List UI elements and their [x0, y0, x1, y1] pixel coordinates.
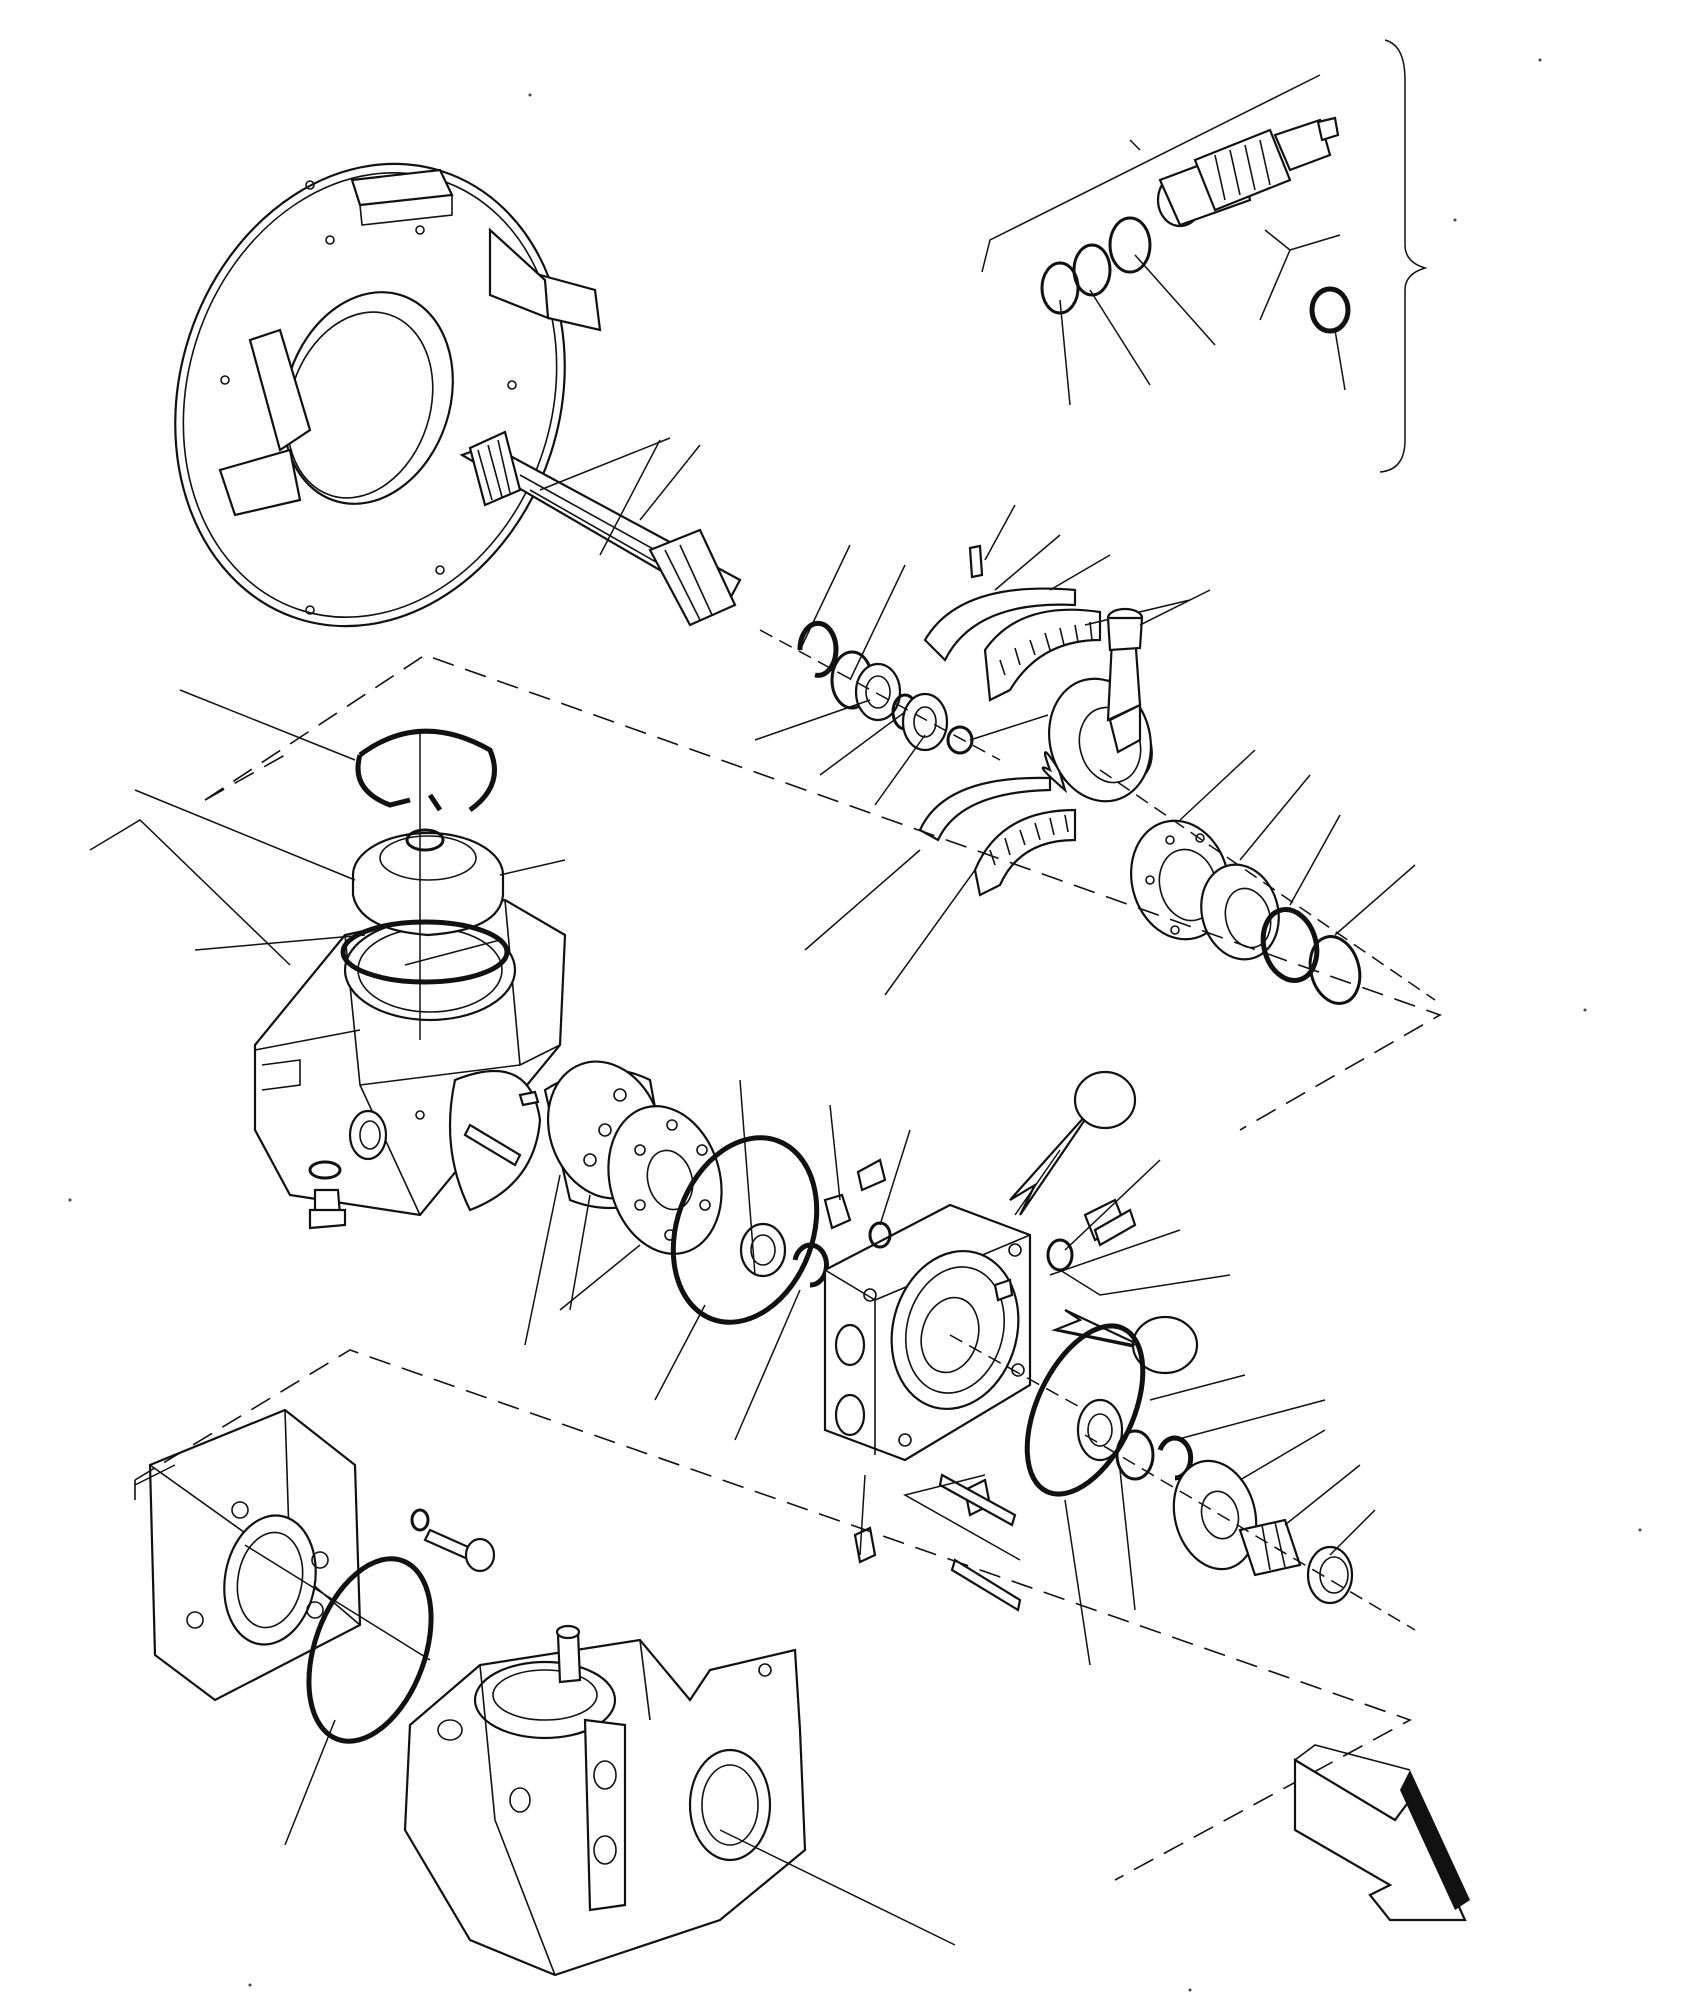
group-boundary-upper-left: [204, 754, 286, 801]
port-block: [823, 1203, 1086, 1462]
bearing-stack: [1099, 749, 1436, 1005]
inset-leaders: [1059, 139, 1346, 406]
inset-o-ring-alt: [1309, 286, 1351, 334]
adapter-bolt: [410, 1508, 496, 1573]
adapter-o-ring: [284, 1556, 434, 1846]
swash-plate: [1041, 589, 1211, 803]
swash-bearings-lower: [804, 776, 1077, 996]
inset-brace: [1379, 39, 1428, 473]
output-shaft-set: [1024, 1323, 1416, 1666]
large-o-ring-and-bearing: [654, 1079, 829, 1441]
mounting-flange: [174, 162, 602, 628]
pump-housing: [253, 898, 567, 1217]
inset-alt-marker: [1259, 229, 1341, 321]
inset-group: [981, 39, 1428, 473]
housing-cover-set: [89, 689, 566, 1040]
plug-and-washer: [308, 1123, 522, 1230]
valve-spool: [1156, 116, 1340, 228]
group-boundary-lower: [134, 1349, 1412, 1881]
shaft-seal-set: [754, 544, 1049, 806]
inset-o-ring-3: [1108, 216, 1152, 274]
valve-plate: [559, 1105, 723, 1311]
second-pump: [403, 1624, 956, 1977]
inset-boundary-line: [981, 74, 1321, 273]
orientation-arrow-icon: [1293, 1744, 1470, 1922]
callout-balloon-icon: [1009, 1070, 1199, 1375]
snap-ring-1: [797, 620, 839, 678]
adapter-plate: [134, 1408, 431, 1702]
port-block-hardware: [823, 1104, 1231, 1612]
group-boundary-upper: [204, 654, 1442, 1131]
swash-bearings-upper: [923, 504, 1191, 702]
inset-o-ring-2: [1072, 243, 1112, 297]
drive-shaft: [459, 430, 742, 627]
